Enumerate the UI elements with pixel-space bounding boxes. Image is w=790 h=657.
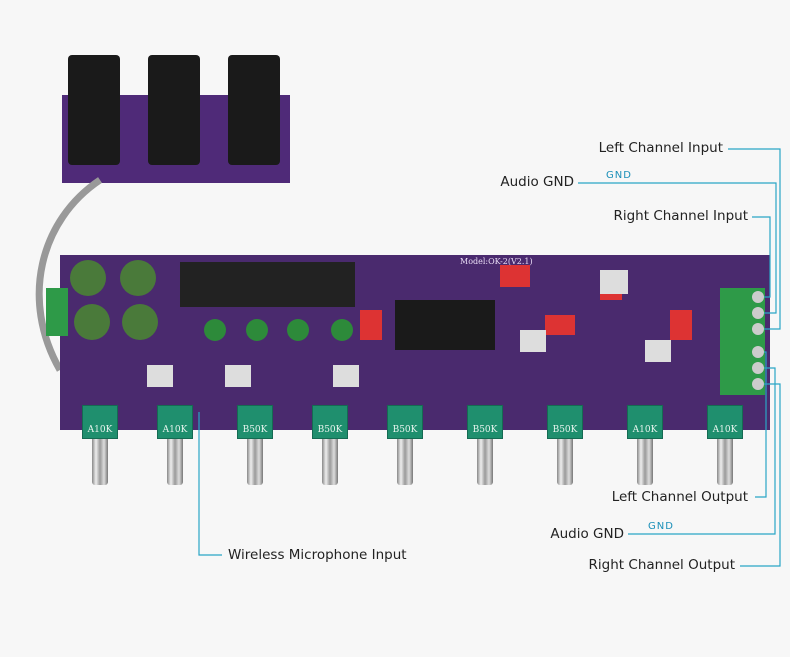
left-channel-input-label: Left Channel Input [598,140,723,156]
board-model-text: Model:OK-2(V2.1) [460,257,533,266]
wireless-mic-input-label: Wireless Microphone Input [228,547,407,563]
right-channel-output-label: Right Channel Output [588,557,735,573]
potentiometer[interactable]: B50K [467,405,503,485]
potentiometer[interactable]: A10K [707,405,743,485]
gnd-input-tag: GND [606,170,632,181]
audio-gnd-output-label: Audio GND [550,526,624,542]
potentiometer[interactable]: A10K [157,405,193,485]
gnd-output-tag: GND [648,521,674,532]
op-amps [147,270,671,387]
audio-gnd-input-label: Audio GND [500,174,574,190]
left-channel-output-label: Left Channel Output [611,489,748,505]
right-channel-input-label: Right Channel Input [613,208,748,224]
potentiometer[interactable]: A10K [82,405,118,485]
cable [35,177,102,372]
potentiometer[interactable]: B50K [237,405,273,485]
power-terminal [46,288,68,336]
potentiometer[interactable]: A10K [627,405,663,485]
potentiometer[interactable]: B50K [312,405,348,485]
potentiometer[interactable]: B50K [547,405,583,485]
heatsink-jacks [180,262,355,307]
terminal-blocks [720,288,765,395]
capacitors [70,260,353,341]
audio-jacks [68,55,280,165]
ic-chip [395,300,495,350]
callout-lines [198,148,781,567]
potentiometer[interactable]: B50K [387,405,423,485]
